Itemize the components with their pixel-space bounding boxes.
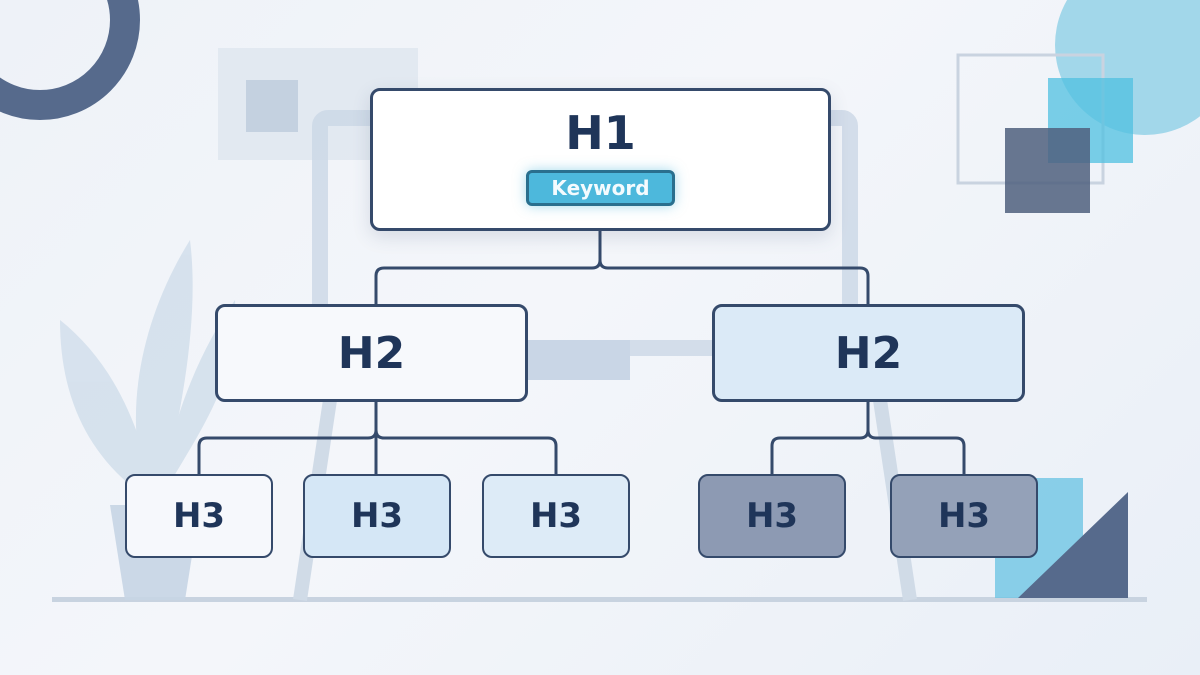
h1-node: H1 Keyword [370,88,831,231]
h2-label: H2 [834,327,903,379]
triangle-decoration [1018,492,1128,598]
h3-label: H3 [529,496,583,536]
picture-frame [246,80,298,132]
connector-h1-h2 [374,231,602,304]
keyword-badge: Keyword [526,169,675,206]
h3-node: H3 [125,474,273,558]
monitor-decoration [520,340,630,380]
connector-h2-h3 [866,402,966,474]
connector-h2-h3 [770,402,870,474]
h2-node: H2 [215,304,528,402]
h3-node: H3 [890,474,1038,558]
ring-decoration [0,0,140,120]
h3-node: H3 [698,474,846,558]
h3-node: H3 [303,474,451,558]
desk-decoration [52,597,1147,602]
h3-label: H3 [745,496,799,536]
h1-label: H1 [565,105,636,160]
square-decoration [1005,128,1090,213]
h3-label: H3 [350,496,404,536]
connector-h2-h3 [197,402,378,474]
h2-label: H2 [337,327,406,379]
h3-label: H3 [172,496,226,536]
connector-h1-h2 [598,231,870,304]
connector-h2-h3 [374,402,558,474]
h3-label: H3 [937,496,991,536]
connector-lines [197,231,966,474]
h2-node: H2 [712,304,1025,402]
h3-node: H3 [482,474,630,558]
